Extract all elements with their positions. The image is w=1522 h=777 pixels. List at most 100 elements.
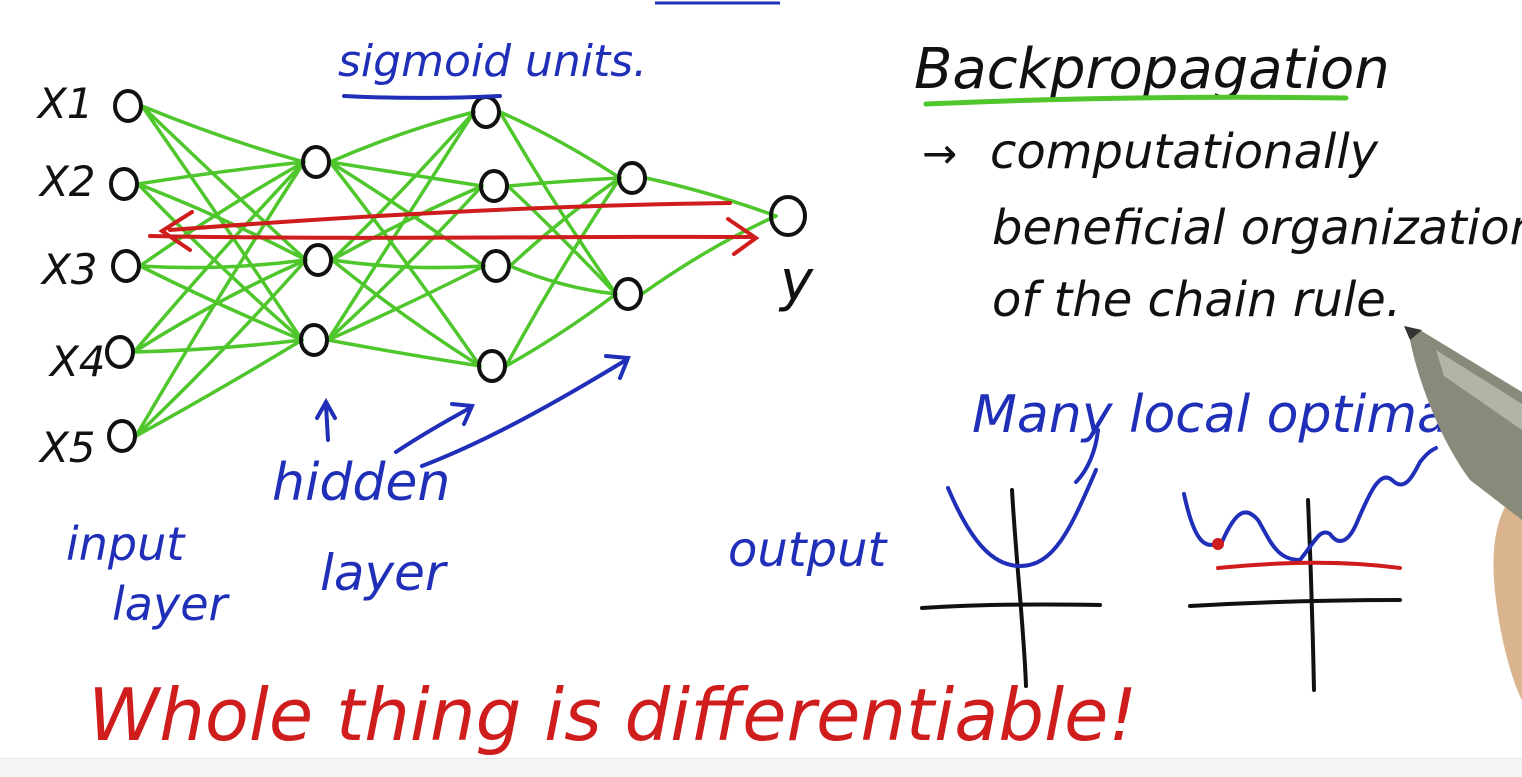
hand-shape <box>1493 490 1522 700</box>
connection-edge <box>508 264 618 296</box>
input-labels: X1 X2 X3 X4 X5 <box>36 79 106 472</box>
minimum-line <box>1216 560 1402 570</box>
connection-edge <box>328 160 484 188</box>
input-label-x3: X3 <box>40 245 98 294</box>
nonconvex-y-axis <box>1306 498 1316 692</box>
convex-x-axis <box>920 602 1102 610</box>
hidden-node <box>301 145 331 179</box>
connection-edge <box>136 182 308 262</box>
hidden-node <box>299 323 329 357</box>
optima-callout-stroke <box>1074 428 1100 484</box>
input-label-x5: X5 <box>38 423 96 472</box>
connection-edge <box>134 258 308 438</box>
backpropagation-title: Backpropagation <box>914 37 1390 102</box>
hidden-arrow-mid-head <box>450 402 475 426</box>
convex-curve <box>946 468 1098 569</box>
connection-edge <box>134 160 306 438</box>
connection-edge <box>330 110 476 262</box>
connection-edge <box>504 292 618 368</box>
connection-edge <box>330 258 482 368</box>
connection-edge <box>328 160 482 368</box>
input-label-x2: X2 <box>38 157 96 206</box>
connection-edge <box>132 258 308 354</box>
bottom-strip <box>0 758 1522 777</box>
convex-y-axis <box>1010 488 1028 688</box>
connection-edge <box>140 104 308 262</box>
input-node <box>105 335 135 369</box>
backprop-arrowhead <box>158 210 194 252</box>
notes-arrow: → <box>922 129 957 178</box>
connection-edge <box>140 104 304 342</box>
hidden-node <box>479 169 509 203</box>
connection-edge <box>138 264 304 342</box>
connection-edge <box>506 184 618 296</box>
notes-line-3: of the chain rule. <box>992 272 1401 328</box>
connection-edge <box>136 182 304 342</box>
hidden-node <box>613 277 643 311</box>
connection-edge <box>504 176 622 368</box>
input-node <box>109 167 139 201</box>
sigmoid-underline <box>342 94 502 100</box>
hidden-arrow-mid <box>394 406 472 454</box>
nonconvex-curve <box>1182 446 1438 563</box>
pen-and-hand <box>1404 326 1522 700</box>
hidden-layer-arrows <box>315 354 631 468</box>
local-minimum-dot <box>1212 538 1224 550</box>
input-node <box>111 249 141 283</box>
connection-edge <box>330 184 484 262</box>
forward-arrow <box>148 234 754 240</box>
backprop-arrow <box>168 201 732 232</box>
hidden-layer-label-1: hidden <box>272 453 450 513</box>
many-local-optima-label: Many local optima!!! <box>972 385 1511 445</box>
connection-edge <box>138 258 308 270</box>
connection-edge <box>136 160 306 186</box>
connection-edge <box>134 338 304 438</box>
connection-edge <box>640 214 778 296</box>
output-variable-y: y <box>778 249 814 314</box>
connection-edge <box>328 110 476 164</box>
nonconvex-x-axis <box>1188 598 1402 608</box>
notes-line-2: beneficial organization <box>992 200 1522 256</box>
pen-tip <box>1404 326 1422 340</box>
network-nodes <box>105 89 807 453</box>
hidden-arrow-up <box>324 403 330 442</box>
title-underline <box>923 94 1349 107</box>
nonconvex-sketch <box>1182 446 1438 692</box>
connection-edge <box>330 258 486 270</box>
hidden-arrow-up-head <box>315 397 337 420</box>
connection-edge <box>644 176 778 218</box>
hidden-node <box>471 95 501 129</box>
output-label: output <box>728 522 889 578</box>
connection-edge <box>326 184 484 342</box>
connection-edge <box>328 160 486 268</box>
connection-edge <box>132 338 304 354</box>
hidden-layer-label-2: layer <box>320 544 449 602</box>
network-edges <box>132 104 778 438</box>
input-label-x4: X4 <box>48 337 106 386</box>
hidden-arrow-right-head <box>604 354 631 380</box>
connection-edge <box>498 110 622 180</box>
hidden-node <box>617 161 647 195</box>
connection-edge <box>508 176 622 268</box>
hidden-node <box>303 243 333 277</box>
convex-sketch <box>920 428 1102 688</box>
connection-edge <box>138 160 306 268</box>
output-node <box>769 195 807 237</box>
connection-edge <box>506 176 622 188</box>
connection-edge <box>132 160 306 354</box>
input-layer-label-2: layer <box>112 577 230 631</box>
connection-edge <box>326 264 486 342</box>
input-node <box>107 419 137 453</box>
input-layer-label-1: input <box>66 517 186 571</box>
hidden-arrow-right <box>420 358 628 468</box>
differentiable-statement: Whole thing is differentiable! <box>88 673 1137 757</box>
forward-arrowhead <box>726 217 760 256</box>
connection-edge <box>326 110 476 342</box>
input-label-x1: X1 <box>36 79 94 128</box>
gradient-arrows <box>148 201 760 256</box>
hidden-node <box>477 349 507 383</box>
notes-line-1: computationally <box>990 124 1379 180</box>
hidden-node <box>481 249 511 283</box>
connection-edge <box>326 338 482 368</box>
pen-body <box>1410 330 1522 520</box>
